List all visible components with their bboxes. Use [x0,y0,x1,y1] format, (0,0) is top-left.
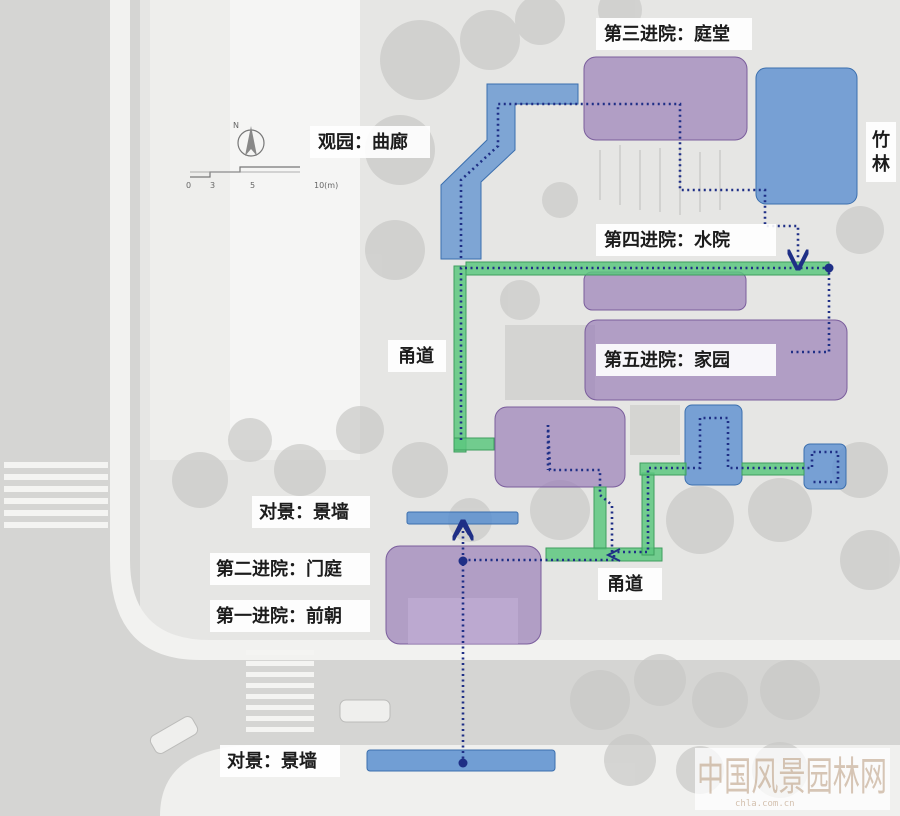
label-courtyard-5: 第五进院：家园 [604,349,730,371]
route-left-arrow-icon [605,548,621,562]
route-start-dot [458,758,468,768]
lower-passage-horizontal [545,547,663,562]
compass-letter: N [233,121,239,130]
inner-courtyard-zone [494,406,626,488]
scale-tick-3: 3 [210,181,215,190]
scale-bar: 0 3 5 10(m) [186,166,338,190]
label-courtyard-2: 第二进院：门庭 [216,558,342,580]
route-east-dot [824,263,834,273]
courtyard-3-zone [583,56,748,141]
green-paths [453,261,830,562]
labels: 第三进院：庭堂 观园：曲廊 竹林 第四进院：水院 甬道 第五进院：家园 对景：景… [210,18,896,777]
label-courtyard-1: 第一进院：前朝 [216,605,342,627]
scale-tick-10: 10(m) [314,181,338,190]
left-passage-connector [453,437,495,451]
bamboo-grove-zone [755,67,858,205]
left-passage-vertical [453,265,467,453]
watermark-sub: chla.com.cn [735,799,795,809]
pavilion-passage [741,462,805,476]
label-passage-left: 甬道 [398,345,434,367]
label-courtyard-4: 第四进院：水院 [604,229,730,251]
route-points [458,263,834,768]
label-courtyard-3: 第三进院：庭堂 [604,23,730,45]
label-screen-wall-upper: 对景：景墙 [259,501,349,523]
curved-corridor-zone [440,83,579,260]
label-passage-bottom: 甬道 [607,573,643,595]
purple-zones [385,56,848,645]
label-garden-corridor: 观园：曲廊 [318,131,408,153]
right-passage-top [639,462,687,476]
label-screen-wall-lower: 对景：景墙 [227,750,317,772]
label-bamboo: 竹林 [871,129,890,175]
courtyard-4-zone [583,271,747,311]
scale-tick-5: 5 [250,181,255,190]
scale-tick-0: 0 [186,181,191,190]
upper-screen-wall-zone [406,511,519,525]
water-feature-zone [684,404,743,486]
watermark-text: 中国风景园林网 [697,754,887,800]
route-up-arrow-icon [456,523,470,536]
north-arrow-icon: N [233,121,265,157]
route-mid-dot [458,556,468,566]
watermark: 中国风景园林网 chla.com.cn [695,748,890,810]
